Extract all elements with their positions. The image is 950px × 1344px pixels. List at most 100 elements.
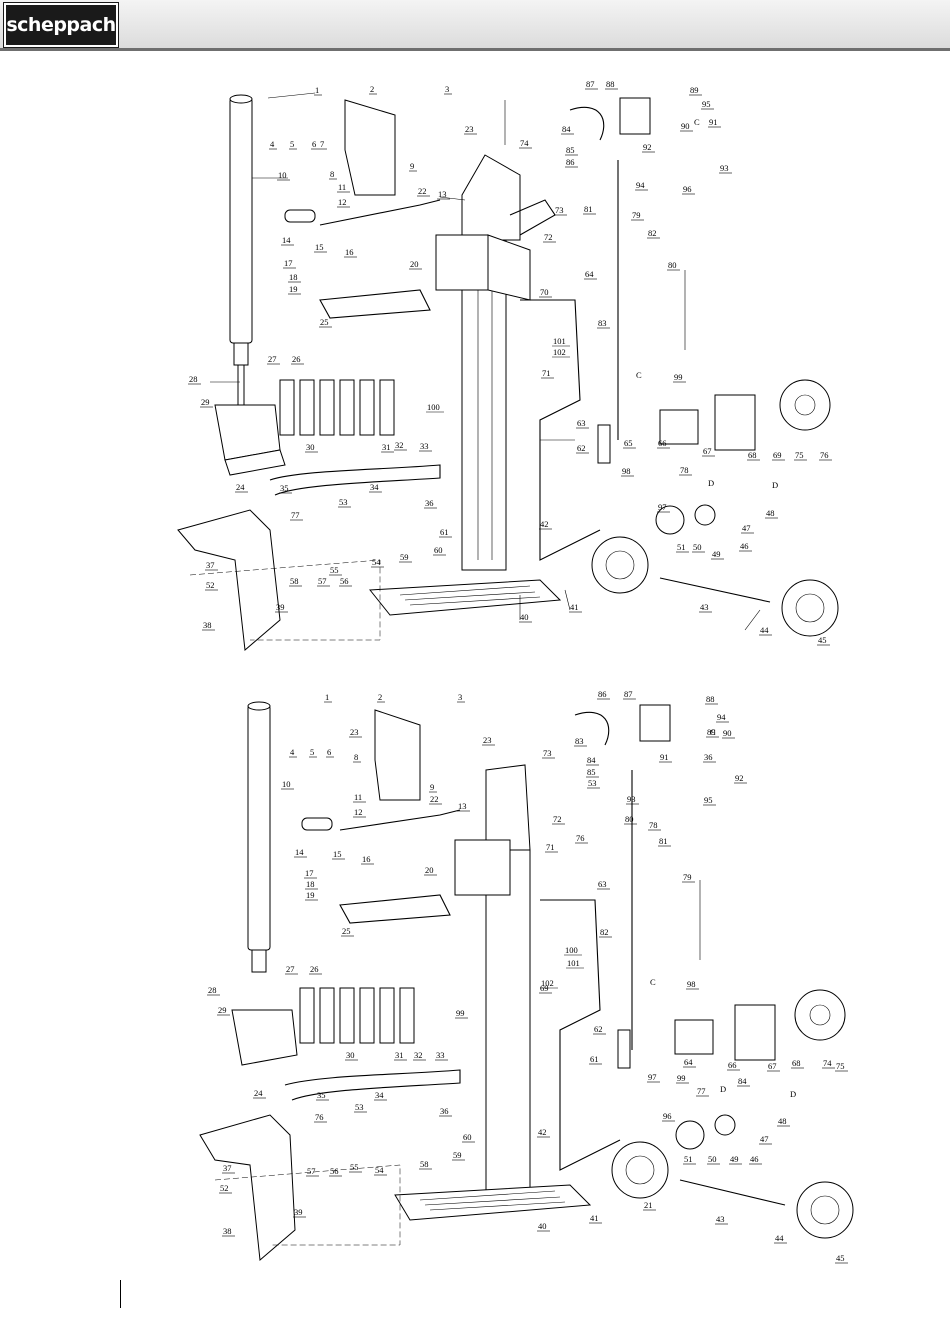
bottom-part-label: 92 bbox=[735, 773, 744, 783]
top-part-label: 52 bbox=[206, 580, 215, 590]
bottom-part-label: 39 bbox=[294, 1207, 303, 1217]
bottom-part-label: 94 bbox=[717, 712, 726, 722]
top-part-label: 33 bbox=[420, 441, 429, 451]
top-part-label: 95 bbox=[702, 99, 711, 109]
bottom-part-label: 66 bbox=[728, 1060, 737, 1070]
bottom-part-label: 45 bbox=[836, 1253, 845, 1263]
bottom-part-label: 41 bbox=[590, 1213, 599, 1223]
bottom-part-label: 87 bbox=[624, 689, 633, 699]
top-part-label: 34 bbox=[370, 482, 379, 492]
top-part-label: 102 bbox=[553, 347, 566, 357]
bottom-part-label: 76 bbox=[576, 833, 585, 843]
top-part-label: 76 bbox=[820, 450, 829, 460]
bottom-part-label: 54 bbox=[375, 1165, 384, 1175]
bottom-connector-label: D bbox=[720, 1084, 726, 1094]
bottom-part-label: 102 bbox=[541, 978, 554, 988]
top-part-label: 53 bbox=[339, 497, 348, 507]
top-part-label: 61 bbox=[440, 527, 449, 537]
bottom-part-label: 20 bbox=[425, 865, 434, 875]
bottom-part-label: 86 bbox=[598, 689, 607, 699]
bottom-part-label: 5 bbox=[310, 747, 314, 757]
bottom-part-label: 80 bbox=[625, 814, 634, 824]
bottom-part-label: 13 bbox=[458, 801, 467, 811]
top-connector-label: D bbox=[772, 480, 778, 490]
top-part-label: 20 bbox=[410, 259, 419, 269]
top-part-label: 99 bbox=[674, 372, 683, 382]
bottom-part-label: 25 bbox=[342, 926, 351, 936]
bottom-part-label: 31 bbox=[395, 1050, 404, 1060]
top-part-label: 81 bbox=[584, 204, 593, 214]
top-part-label: 22 bbox=[418, 186, 427, 196]
bottom-part-label: 19 bbox=[306, 890, 315, 900]
bottom-part-label: 84 bbox=[738, 1076, 747, 1086]
bottom-part-label: 71 bbox=[546, 842, 555, 852]
bottom-part-label: 27 bbox=[286, 964, 295, 974]
bottom-part-label: 61 bbox=[590, 1054, 599, 1064]
top-part-label: 69 bbox=[773, 450, 782, 460]
top-part-label: 56 bbox=[340, 576, 349, 586]
top-part-label: 1 bbox=[315, 85, 319, 95]
top-part-label: 25 bbox=[320, 317, 329, 327]
top-part-label: 72 bbox=[544, 232, 553, 242]
bottom-part-label: 72 bbox=[553, 814, 562, 824]
bottom-part-label: 16 bbox=[362, 854, 371, 864]
bottom-part-label: 30 bbox=[346, 1050, 355, 1060]
top-part-label: 74 bbox=[520, 138, 529, 148]
top-part-label: 39 bbox=[276, 602, 285, 612]
bottom-part-label: 77 bbox=[697, 1086, 706, 1096]
bottom-part-label: 49 bbox=[730, 1154, 739, 1164]
bottom-part-label: 38 bbox=[223, 1226, 232, 1236]
bottom-part-label: 3 bbox=[458, 692, 462, 702]
top-part-label: 45 bbox=[818, 635, 827, 645]
top-part-label: 36 bbox=[425, 498, 434, 508]
top-part-label: 98 bbox=[622, 466, 631, 476]
top-part-label: 46 bbox=[740, 541, 749, 551]
bottom-part-label: 83 bbox=[575, 736, 584, 746]
top-connector-label: C bbox=[636, 370, 642, 380]
bottom-part-label: 1 bbox=[325, 692, 329, 702]
bottom-part-label: 73 bbox=[543, 748, 552, 758]
top-part-label: 44 bbox=[760, 625, 769, 635]
bottom-part-label: 33 bbox=[436, 1050, 445, 1060]
top-part-label: 62 bbox=[577, 443, 586, 453]
top-part-label: 24 bbox=[236, 482, 245, 492]
top-part-label: 27 bbox=[268, 354, 277, 364]
bottom-part-label: 59 bbox=[453, 1150, 462, 1160]
top-part-label: 83 bbox=[598, 318, 607, 328]
top-part-label: 78 bbox=[680, 465, 689, 475]
top-part-label: 38 bbox=[203, 620, 212, 630]
top-part-label: 18 bbox=[289, 272, 298, 282]
top-part-label: 79 bbox=[632, 210, 641, 220]
top-part-label: 17 bbox=[284, 258, 293, 268]
top-part-label: 66 bbox=[658, 438, 667, 448]
bottom-part-label: 62 bbox=[594, 1024, 603, 1034]
bottom-part-label: 29 bbox=[218, 1005, 227, 1015]
bottom-part-label: 47 bbox=[760, 1134, 769, 1144]
top-part-label: 89 bbox=[690, 85, 699, 95]
top-part-label: 31 bbox=[382, 442, 391, 452]
bottom-part-label: 57 bbox=[307, 1166, 316, 1176]
top-part-label: 92 bbox=[643, 142, 652, 152]
bottom-part-label: 21 bbox=[644, 1200, 653, 1210]
top-part-label: 87 bbox=[586, 79, 595, 89]
top-part-label: 32 bbox=[395, 440, 404, 450]
top-part-label: 41 bbox=[570, 602, 579, 612]
bottom-part-label: 90 bbox=[723, 728, 732, 738]
top-connector-label: C bbox=[694, 117, 700, 127]
bottom-part-label: 42 bbox=[538, 1127, 547, 1137]
top-part-label: 2 bbox=[370, 84, 374, 94]
top-part-label: 12 bbox=[338, 197, 347, 207]
bottom-part-label: 97 bbox=[648, 1072, 657, 1082]
bottom-part-label: 60 bbox=[463, 1132, 472, 1142]
bottom-part-label: 74 bbox=[823, 1058, 832, 1068]
top-part-label: 86 bbox=[566, 157, 575, 167]
bottom-part-label: 98 bbox=[687, 979, 696, 989]
bottom-part-label: 11 bbox=[354, 792, 362, 802]
top-part-label: 16 bbox=[345, 247, 354, 257]
bottom-part-label: 9 bbox=[430, 782, 434, 792]
brand-logo-text: scheppach bbox=[6, 14, 116, 36]
top-part-label: 5 bbox=[290, 139, 294, 149]
bottom-part-label: 37 bbox=[223, 1163, 232, 1173]
bottom-part-label: 76 bbox=[315, 1112, 324, 1122]
bottom-part-label: 10 bbox=[282, 779, 291, 789]
